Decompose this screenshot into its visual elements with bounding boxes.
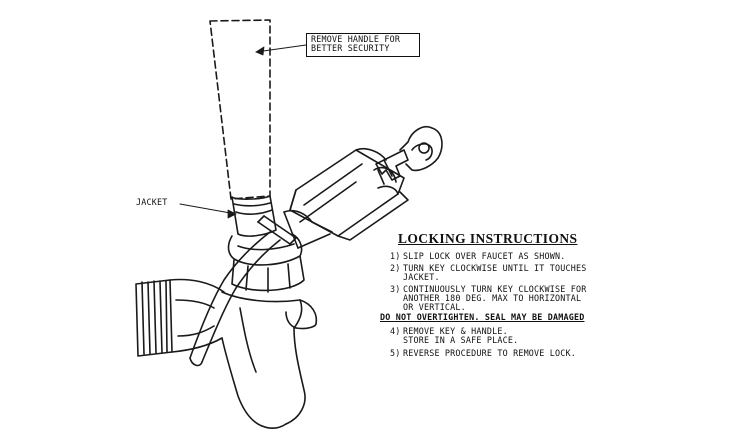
lock-rod	[189, 215, 297, 367]
handle-callout-leader	[255, 44, 307, 53]
handle-outline	[209, 19, 271, 200]
handle-callout-box	[306, 33, 420, 57]
instructions-title: LOCKING INSTRUCTIONS	[398, 231, 578, 246]
key	[375, 126, 443, 185]
overtighten-warning: DO NOT OVERTIGHTEN. SEAL MAY BE DAMAGED	[380, 312, 585, 322]
lock-cylinder	[283, 147, 409, 249]
jacket-leader	[179, 203, 237, 215]
handle-callout-line1: REMOVE HANDLE FOR	[311, 34, 401, 44]
jacket-label: JACKET	[136, 197, 168, 207]
bonnet-nut	[227, 233, 305, 293]
handle-callout-line2: BETTER SECURITY	[311, 43, 390, 53]
faucet-body	[221, 291, 318, 429]
threaded-shank	[135, 278, 225, 357]
jacket-part	[231, 195, 277, 237]
